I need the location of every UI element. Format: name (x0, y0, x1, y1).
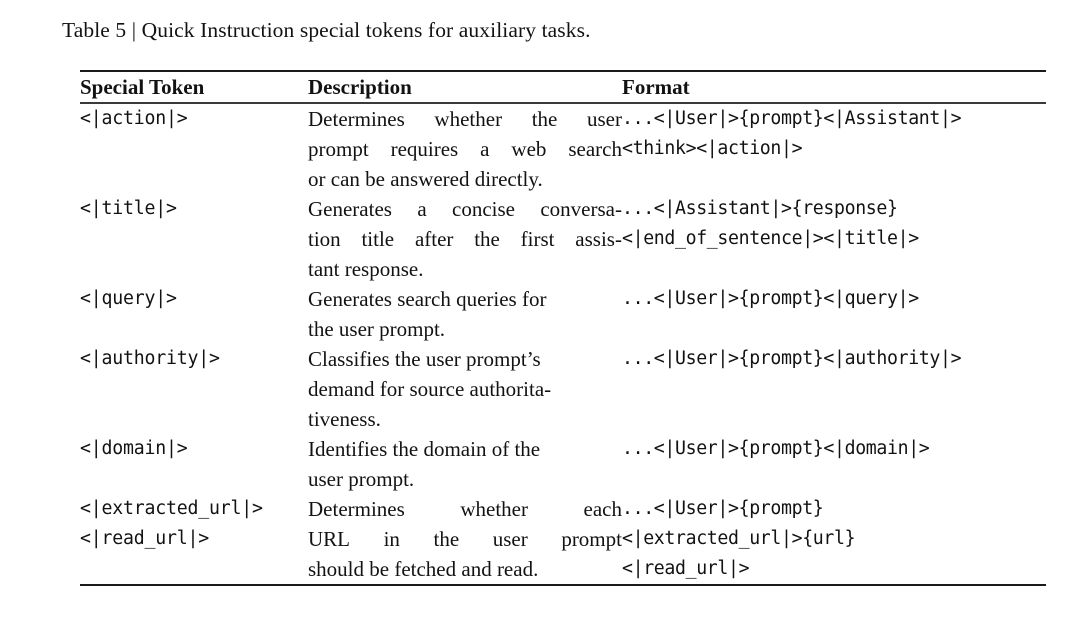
column-header-special-token: Special Token (80, 75, 205, 100)
description-line: tant response. (308, 256, 424, 281)
format-line: ...<|User|>{prompt}<|domain|> (622, 437, 930, 459)
table-row: <|domain|> Identifies the domain of the … (80, 434, 1046, 494)
token-text: <|domain|> (80, 437, 188, 459)
description-line: the user prompt. (308, 316, 446, 341)
description-line: Classifies the user prompt’s (308, 346, 541, 371)
cell-special-token: <|action|> (80, 104, 308, 194)
token-text: <|title|> (80, 197, 177, 219)
cell-description: Classifies the user prompt’s demand for … (308, 344, 622, 434)
token-text: <|authority|> (80, 347, 220, 369)
format-line: <|extracted_url|>{url} (622, 527, 856, 549)
cell-special-token: <|title|> (80, 194, 308, 284)
table-bottom-rule (80, 583, 1046, 587)
format-line: ...<|User|>{prompt}<|Assistant|> (622, 107, 962, 129)
cell-special-token: <|extracted_url|> <|read_url|> (80, 494, 308, 584)
table-top-rule (80, 70, 1046, 73)
table-header-row: Special Token Description Format (80, 72, 1046, 102)
description-line: user prompt. (308, 466, 415, 491)
token-text: <|action|> (80, 107, 188, 129)
format-line: ...<|User|>{prompt} (622, 497, 824, 519)
cell-special-token: <|query|> (80, 284, 308, 344)
description-line: demand for source authorita- (308, 376, 552, 401)
format-line: <|end_of_sentence|><|title|> (622, 227, 919, 249)
column-header-format: Format (622, 75, 690, 100)
format-line: ...<|User|>{prompt}<|query|> (622, 287, 919, 309)
table-row: <|query|> Generates search queries for t… (80, 284, 1046, 344)
cell-format: ...<|User|>{prompt}<|Assistant|> <think>… (622, 104, 1046, 194)
table-row: <|extracted_url|> <|read_url|> Determine… (80, 494, 1046, 584)
description-line: Generates search queries for (308, 286, 547, 311)
column-header-description: Description (308, 75, 412, 100)
token-text: <|extracted_url|> (80, 497, 263, 519)
cell-description: Generates search queries for the user pr… (308, 284, 622, 344)
table-row: <|authority|> Classifies the user prompt… (80, 344, 1046, 434)
cell-format: ...<|User|>{prompt}<|domain|> (622, 434, 1046, 494)
cell-special-token: <|domain|> (80, 434, 308, 494)
format-line: <|read_url|> (622, 557, 750, 579)
cell-format: ...<|User|>{prompt} <|extracted_url|>{ur… (622, 494, 1046, 584)
cell-description: Identifies the domain of the user prompt… (308, 434, 622, 494)
description-line: Identifies the domain of the (308, 436, 541, 461)
description-line: tiveness. (308, 406, 381, 431)
description-line: should be fetched and read. (308, 556, 539, 581)
table-container: Special Token Description Format <|actio… (80, 70, 1046, 587)
format-line: ...<|User|>{prompt}<|authority|> (622, 347, 962, 369)
format-line: ...<|Assistant|>{response} (622, 197, 898, 219)
table-caption: Table 5 | Quick Instruction special toke… (62, 18, 591, 42)
special-tokens-table: Special Token Description Format (80, 72, 1046, 102)
cell-format: ...<|Assistant|>{response} <|end_of_sent… (622, 194, 1046, 284)
description-line: or can be answered directly. (308, 166, 543, 191)
token-text: <|read_url|> (80, 527, 209, 549)
format-line: <think><|action|> (622, 137, 803, 159)
cell-format: ...<|User|>{prompt}<|authority|> (622, 344, 1046, 434)
cell-format: ...<|User|>{prompt}<|query|> (622, 284, 1046, 344)
cell-special-token: <|authority|> (80, 344, 308, 434)
token-text: <|query|> (80, 287, 177, 309)
table-header-rule (80, 102, 1046, 104)
